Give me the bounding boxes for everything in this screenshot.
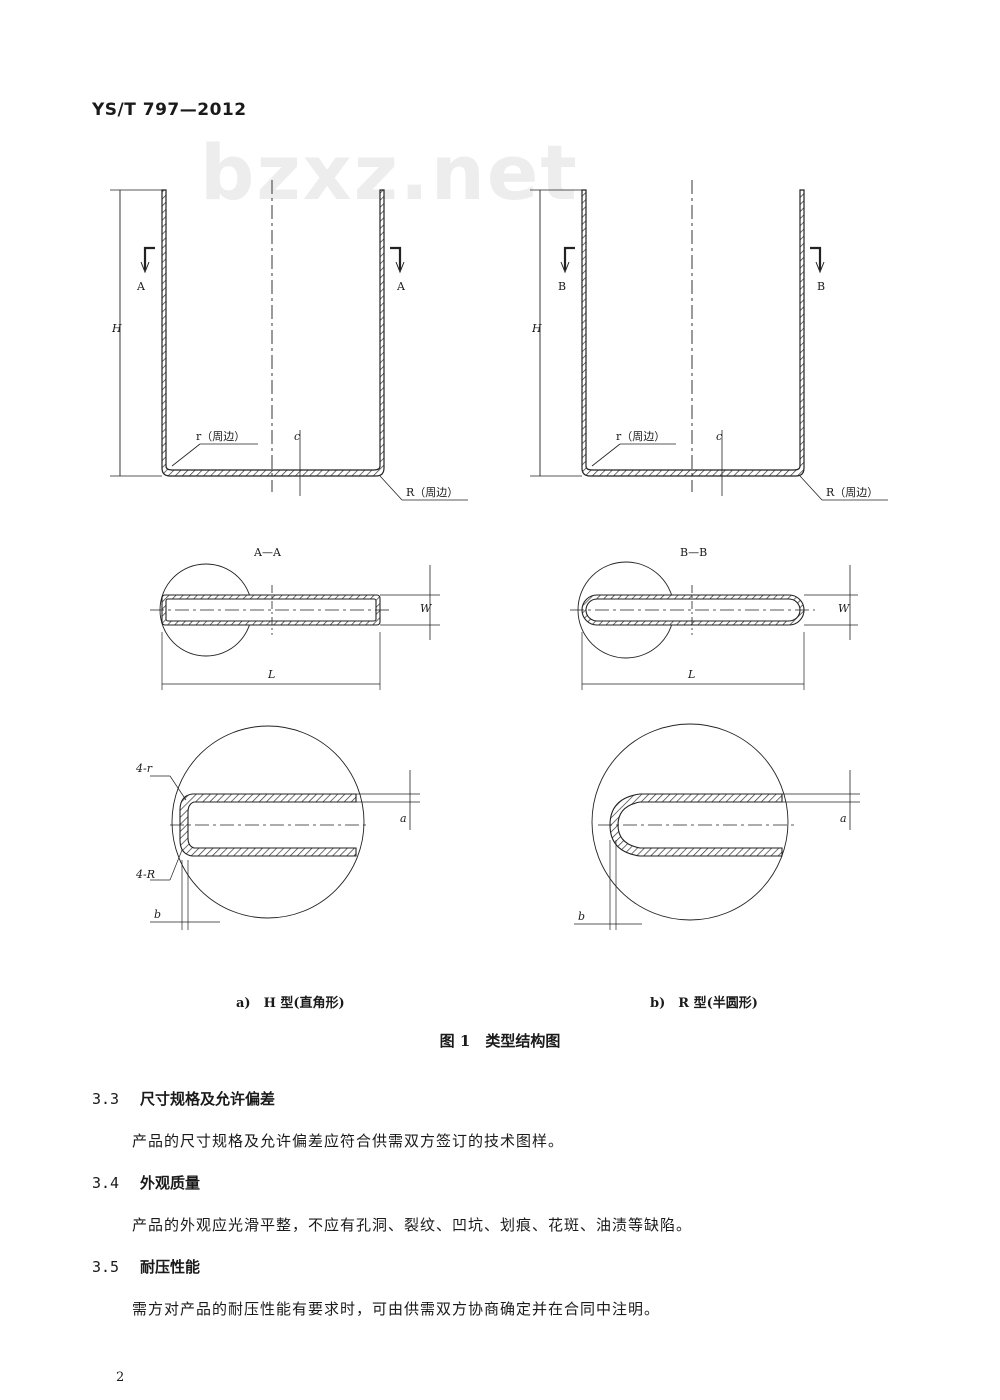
page-number: 2 bbox=[116, 1370, 125, 1385]
caption-h-type: a) H 型(直角形) bbox=[236, 996, 345, 1011]
caption-r-type: b) R 型(半圆形) bbox=[650, 996, 758, 1011]
wall-label: c bbox=[294, 430, 300, 443]
section-title: 耐压性能 bbox=[140, 1258, 201, 1276]
outer-radius-label: R（周边） bbox=[406, 486, 458, 499]
width-label-a: W bbox=[420, 602, 433, 615]
section-3-4-heading: 3.4 外观质量 bbox=[92, 1172, 200, 1193]
section-marker-a-right: A bbox=[396, 280, 406, 293]
thickness-label-r: a bbox=[840, 812, 847, 825]
offset-label-r: b bbox=[578, 910, 585, 923]
section-3-3-text: 产品的尺寸规格及允许偏差应符合供需双方签订的技术图样。 bbox=[132, 1132, 565, 1150]
section-marker-b-left: B bbox=[558, 280, 566, 293]
detail-h-view bbox=[150, 725, 420, 930]
figure-drawing: A A H c r（周边） R（周边） B B H c r（周边） R（周边） bbox=[110, 180, 888, 930]
thickness-label-h: a bbox=[400, 812, 407, 825]
inner-radius-label: r（周边） bbox=[196, 430, 245, 443]
section-bb-view bbox=[570, 561, 858, 690]
section-number: 3.5 bbox=[92, 1258, 120, 1276]
wall-label-b: c bbox=[716, 430, 722, 443]
inner-radius-label-b: r（周边） bbox=[616, 430, 665, 443]
section-aa-view bbox=[150, 563, 440, 690]
outer-radius-label-b: R（周边） bbox=[826, 486, 878, 499]
section-3-3-heading: 3.3 尺寸规格及允许偏差 bbox=[92, 1088, 275, 1109]
section-title: 外观质量 bbox=[140, 1174, 201, 1192]
section-3-4-text: 产品的外观应光滑平整，不应有孔洞、裂纹、凹坑、划痕、花斑、油渍等缺陷。 bbox=[132, 1216, 693, 1234]
h-type-elevation bbox=[110, 180, 468, 501]
detail-r-view bbox=[574, 723, 860, 930]
corner-r-label: 4-r bbox=[135, 762, 153, 775]
section-title: 尺寸规格及允许偏差 bbox=[140, 1090, 276, 1108]
figure-title: 图 1 类型结构图 bbox=[439, 1032, 561, 1050]
section-number: 3.3 bbox=[92, 1090, 120, 1108]
section-marker-a-left: A bbox=[136, 280, 146, 293]
watermark: bzxz.net bbox=[200, 128, 579, 217]
section-3-5-text: 需方对产品的耐压性能有要求时，可由供需双方协商确定并在合同中注明。 bbox=[132, 1300, 661, 1318]
length-label-a: L bbox=[267, 668, 275, 681]
height-label-b: H bbox=[531, 322, 542, 335]
section-3-5-heading: 3.5 耐压性能 bbox=[92, 1256, 200, 1277]
height-label: H bbox=[111, 322, 122, 335]
offset-label-h: b bbox=[154, 908, 161, 921]
section-title-bb: B—B bbox=[680, 546, 707, 559]
section-number: 3.4 bbox=[92, 1174, 120, 1192]
r-type-elevation bbox=[530, 180, 888, 501]
length-label-b: L bbox=[687, 668, 695, 681]
standard-code: YS/T 797—2012 bbox=[92, 100, 247, 120]
width-label-b: W bbox=[838, 602, 851, 615]
section-title-aa: A—A bbox=[253, 546, 282, 559]
corner-R-label: 4-R bbox=[135, 868, 155, 881]
section-marker-b-right: B bbox=[817, 280, 825, 293]
